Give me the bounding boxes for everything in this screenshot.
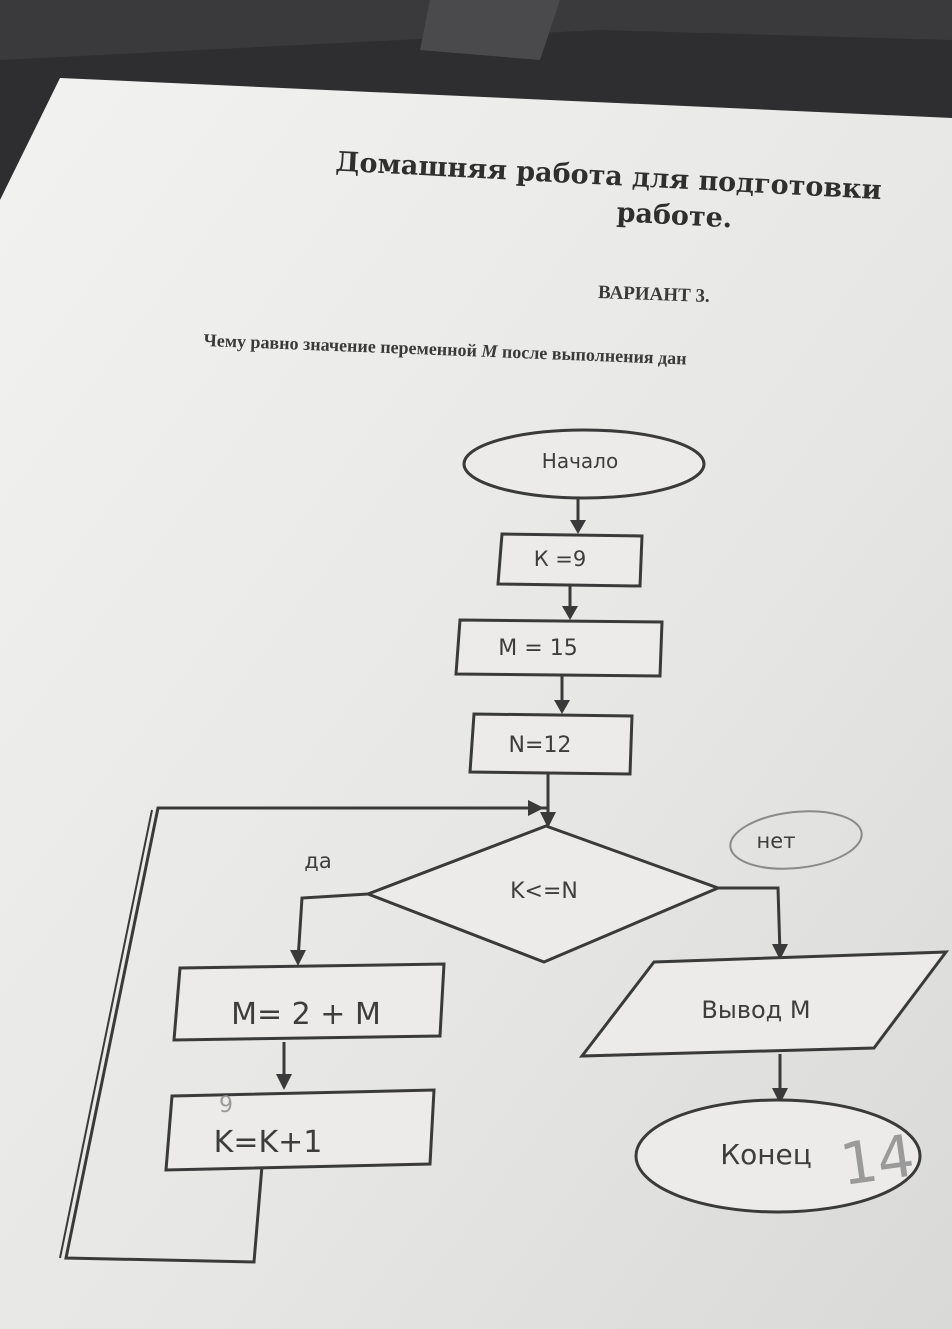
start-label: Начало — [542, 449, 618, 473]
arrow-loop-return — [528, 800, 544, 816]
start-terminator — [462, 428, 706, 500]
arrow-to-condition — [540, 812, 556, 828]
arrow-to-loop-step2 — [276, 1074, 292, 1090]
handwritten-note: 9 — [219, 1093, 233, 1118]
arrow-to-output — [772, 944, 788, 960]
assign-m-box — [454, 618, 664, 678]
loop-step2-box — [164, 1088, 436, 1172]
assign-k-label: К =9 — [534, 547, 587, 571]
loop-step1-label: M= 2 + M — [231, 997, 381, 1032]
assign-n-label: N=12 — [509, 733, 572, 758]
arrow-to-loop-step1 — [290, 950, 306, 966]
end-label: Конец — [720, 1138, 812, 1171]
no-label: нет — [757, 829, 796, 853]
no-label-circle — [729, 810, 863, 870]
loop-step2-label: K=K+1 — [214, 1125, 323, 1160]
arrow-to-end — [772, 1088, 788, 1104]
assign-m-label: M = 15 — [498, 636, 577, 661]
end-terminator — [634, 1098, 922, 1214]
condition-label: K<=N — [510, 879, 578, 904]
yes-label: да — [304, 849, 331, 873]
connector-yes-branch — [296, 892, 369, 961]
output-label: Вывод M — [701, 996, 810, 1024]
output-parallelogram — [578, 950, 950, 1058]
arrow-to-k — [570, 520, 586, 534]
assign-n-box — [468, 712, 634, 776]
arrow-to-n — [554, 700, 570, 714]
arrow-to-m — [562, 606, 578, 620]
connector-no-branch — [718, 886, 782, 955]
loop-step1-box — [172, 962, 446, 1042]
loop-back-line — [64, 806, 548, 1264]
assign-k-box — [496, 532, 644, 588]
condition-diamond — [363, 824, 723, 964]
loop-back-edge — [59, 809, 153, 1259]
handwritten-answer: 14 — [836, 1121, 919, 1199]
